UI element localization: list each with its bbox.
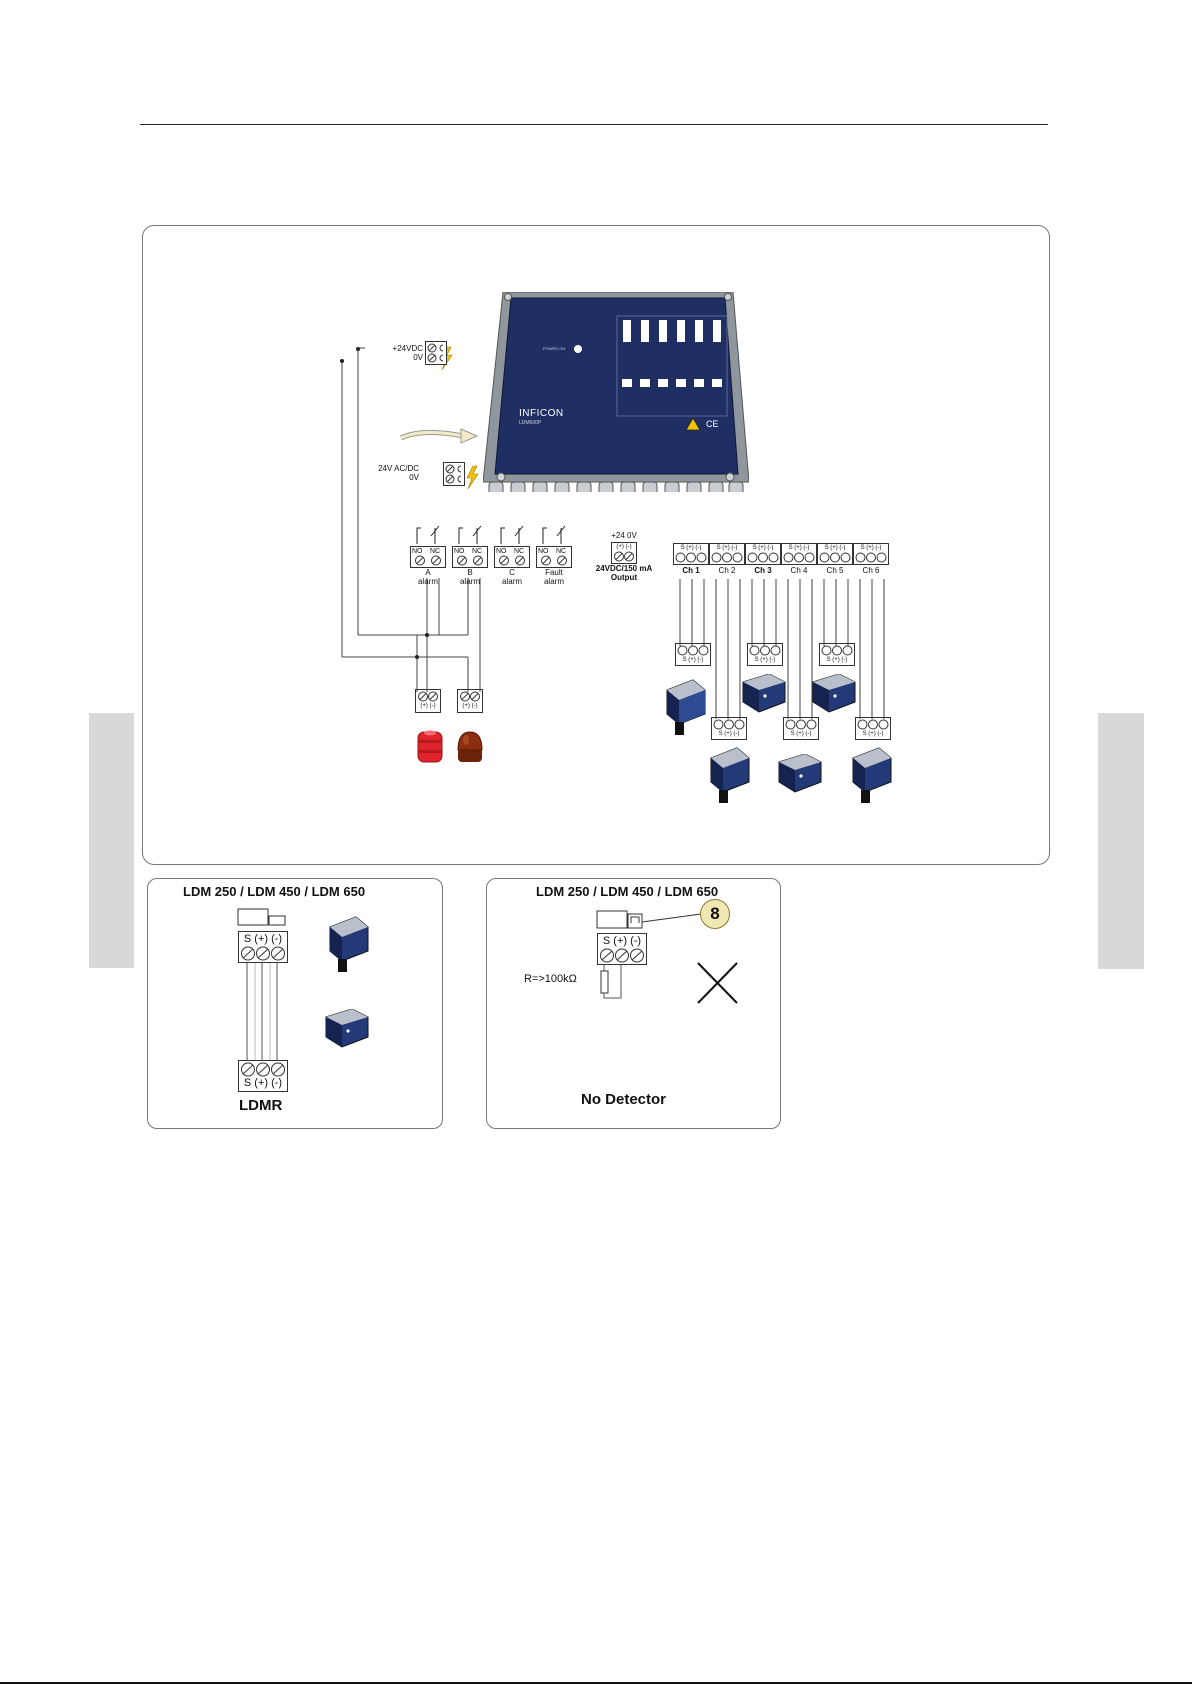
detector-icon <box>325 1009 369 1048</box>
right-margin-tab <box>1098 713 1144 969</box>
detector-terminal-ch1: S (+) (-) <box>675 643 711 666</box>
detector-terminal-ch2: S (+) (-) <box>711 717 747 740</box>
dc-power-terminal <box>425 341 447 365</box>
channel-4-label: Ch 4 <box>790 566 808 575</box>
detector-terminal-ch4: S (+) (-) <box>783 717 819 740</box>
channel-3-label: Ch 3 <box>754 566 772 575</box>
ldmr-top-terminal: S (+) (-) <box>238 931 288 963</box>
left-margin-tab <box>89 713 134 968</box>
ldmr-wiring <box>237 908 286 1061</box>
ldmr-panel-title: LDM 250 / LDM 450 / LDM 650 <box>183 884 366 899</box>
no-detector-panel-title: LDM 250 / LDM 450 / LDM 650 <box>536 884 719 899</box>
siren-icon <box>417 730 443 763</box>
footer-rule <box>0 1682 1192 1684</box>
relay-contact-icon <box>416 525 440 544</box>
output-top-label: +24 0V <box>611 531 637 540</box>
no-detector-terminal: S (+) (-) <box>597 933 647 965</box>
detector-icon <box>812 674 856 713</box>
detector-icon <box>666 679 706 735</box>
no-detector-panel: LDM 250 / LDM 450 / LDM 650 8 S (+) (-) … <box>486 878 781 1129</box>
acdc-power-terminal <box>443 462 465 486</box>
detector-icon <box>852 747 892 803</box>
no-detector-wiring <box>596 910 738 1004</box>
channel-5-label: Ch 5 <box>826 566 844 575</box>
detector-icon <box>778 754 822 793</box>
brand-label: INFICON <box>519 408 564 419</box>
siren-terminal: (+) (-) <box>415 689 441 713</box>
header-rule <box>140 124 1048 125</box>
model-label: LDM600P <box>519 420 542 426</box>
relay-contact-icon <box>458 525 482 544</box>
beacon-terminal: (+) (-) <box>457 689 483 713</box>
ldmr-panel: LDM 250 / LDM 450 / LDM 650 S (+) (-) S … <box>147 878 443 1129</box>
ldmr-bottom-terminal: S (+) (-) <box>238 1060 288 1092</box>
relay-contact-icon <box>500 525 524 544</box>
ldmr-label: LDMR <box>239 1097 283 1114</box>
detector-icon <box>710 747 750 803</box>
ldm600p-controller: POWER ON INFICON LDM600P CE <box>482 291 750 497</box>
relay-contact-icon <box>542 525 566 544</box>
power-on-label: POWER ON <box>543 346 566 351</box>
detector-terminal-ch3: S (+) (-) <box>747 643 783 666</box>
wiring-lines <box>340 346 885 719</box>
detector-terminal-ch6: S (+) (-) <box>855 717 891 740</box>
channel-6-label: Ch 6 <box>862 566 880 575</box>
detector-icon <box>329 916 369 972</box>
beacon-icon <box>457 731 483 762</box>
detector-terminal-ch5: S (+) (-) <box>819 643 855 666</box>
callout-badge: 8 <box>700 899 730 929</box>
no-detector-label: No Detector <box>581 1091 667 1108</box>
resistor-label: R=>100kΩ <box>524 973 577 985</box>
ce-mark: CE <box>706 419 719 429</box>
controller-illustration <box>482 291 750 497</box>
channel-2-label: Ch 2 <box>718 566 736 575</box>
channel-1-label: Ch 1 <box>682 566 700 575</box>
detector-icon <box>742 674 786 713</box>
